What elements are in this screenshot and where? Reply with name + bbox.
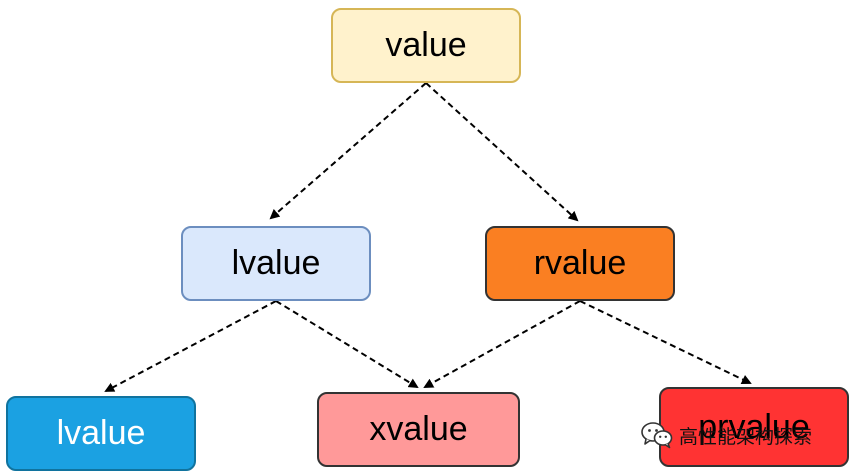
- node-rvalue-label: rvalue: [533, 244, 627, 282]
- node-xvalue: xvalue: [317, 392, 520, 467]
- watermark: 高性能架构探索: [641, 419, 812, 451]
- wechat-icon: [641, 422, 673, 449]
- edge-rvalue-to-prvalue: [579, 300, 752, 385]
- edge-lvalue-to-glvalue: [104, 300, 277, 392]
- node-lvalue-leaf-label: lvalue: [56, 414, 146, 452]
- node-value-label: value: [385, 26, 467, 64]
- node-lvalue-label: lvalue: [231, 244, 321, 282]
- node-lvalue: lvalue: [181, 226, 371, 301]
- node-prvalue: prvalue: [659, 387, 849, 467]
- node-rvalue: rvalue: [485, 226, 675, 301]
- edge-value-to-rvalue: [425, 82, 579, 222]
- edge-rvalue-to-xvalue: [423, 300, 581, 388]
- node-prvalue-label: prvalue: [698, 407, 810, 446]
- edge-value-to-lvalue: [269, 82, 427, 220]
- node-lvalue-leaf: lvalue: [6, 396, 196, 471]
- edge-lvalue-to-xvalue: [275, 300, 419, 389]
- watermark-text: 高性能架构探索: [679, 425, 813, 448]
- node-xvalue-label: xvalue: [369, 410, 468, 448]
- node-value: value: [331, 8, 521, 83]
